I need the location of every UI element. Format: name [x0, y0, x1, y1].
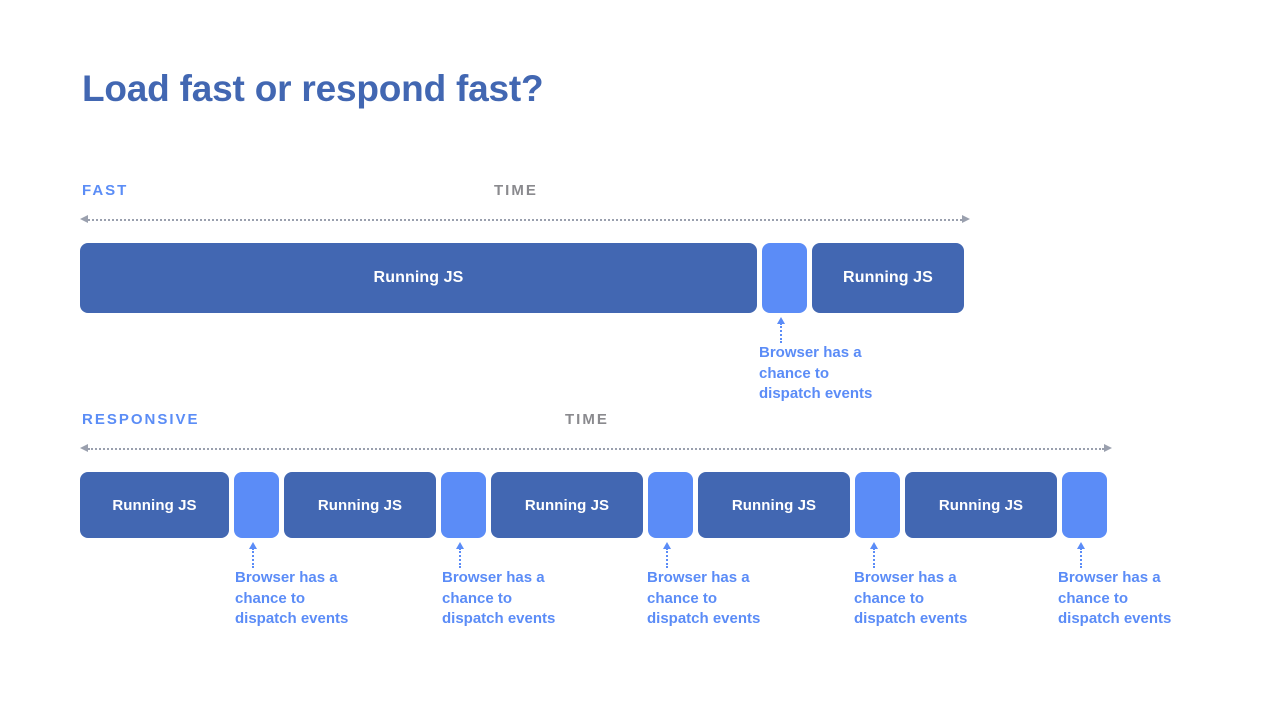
arrow-right-icon	[1104, 444, 1112, 452]
timeline-gap-block	[1062, 472, 1107, 538]
timeline-gap-block	[234, 472, 279, 538]
callout-text: Browser has a chance to dispatch events	[759, 344, 873, 402]
arrow-stem	[780, 323, 782, 343]
section-label-fast: FAST	[82, 182, 129, 199]
arrow-head-icon	[869, 542, 878, 549]
timeline-gap-block	[441, 472, 486, 538]
timeline-gap-block	[648, 472, 693, 538]
callout-arrow-up-icon	[662, 542, 671, 568]
timeline-running-js-block: Running JS	[284, 472, 436, 538]
block-label: Running JS	[524, 496, 610, 514]
arrow-right-icon	[962, 215, 970, 223]
arrow-head-icon	[662, 542, 671, 549]
callout-arrow-up-icon	[455, 542, 464, 568]
arrow-stem	[873, 548, 875, 568]
axis-dotted-line	[88, 448, 1104, 450]
time-axis-label-responsive: TIME	[565, 411, 609, 428]
callout-arrow-up-icon	[248, 542, 257, 568]
timeline-running-js-block: Running JS	[812, 243, 964, 313]
timeline-gap-block	[855, 472, 900, 538]
timeline-running-js-block: Running JS	[698, 472, 850, 538]
page-title: Load fast or respond fast?	[82, 68, 544, 109]
arrow-left-icon	[80, 215, 88, 223]
timeline-running-js-block: Running JS	[80, 243, 757, 313]
timeline-running-js-block: Running JS	[80, 472, 229, 538]
arrow-head-icon	[776, 317, 785, 324]
block-label: Running JS	[317, 496, 403, 514]
arrow-head-icon	[248, 542, 257, 549]
callout-text: Browser has a chance to dispatch events	[1058, 569, 1172, 627]
time-axis-responsive	[80, 444, 1112, 453]
callout-arrow-up-icon	[869, 542, 878, 568]
callout-text: Browser has a chance to dispatch events	[854, 569, 968, 627]
block-label: Running JS	[373, 269, 464, 286]
time-axis-label-fast: TIME	[494, 182, 538, 199]
section-label-responsive: RESPONSIVE	[82, 411, 200, 428]
timeline-running-js-block: Running JS	[905, 472, 1057, 538]
arrow-stem	[459, 548, 461, 568]
block-label: Running JS	[843, 269, 933, 286]
callout-arrow-up-icon	[776, 317, 785, 343]
arrow-left-icon	[80, 444, 88, 452]
time-axis-fast	[80, 215, 970, 224]
block-label: Running JS	[112, 496, 197, 514]
arrow-head-icon	[455, 542, 464, 549]
timeline-running-js-block: Running JS	[491, 472, 643, 538]
arrow-stem	[252, 548, 254, 568]
callout-text: Browser has a chance to dispatch events	[647, 569, 761, 627]
arrow-stem	[1080, 548, 1082, 568]
timeline-gap-block	[762, 243, 807, 313]
arrow-stem	[666, 548, 668, 568]
callout-text: Browser has a chance to dispatch events	[442, 569, 556, 627]
arrow-head-icon	[1076, 542, 1085, 549]
block-label: Running JS	[938, 496, 1024, 514]
callout-text: Browser has a chance to dispatch events	[235, 569, 349, 627]
block-label: Running JS	[731, 496, 817, 514]
axis-dotted-line	[88, 219, 962, 221]
callout-arrow-up-icon	[1076, 542, 1085, 568]
